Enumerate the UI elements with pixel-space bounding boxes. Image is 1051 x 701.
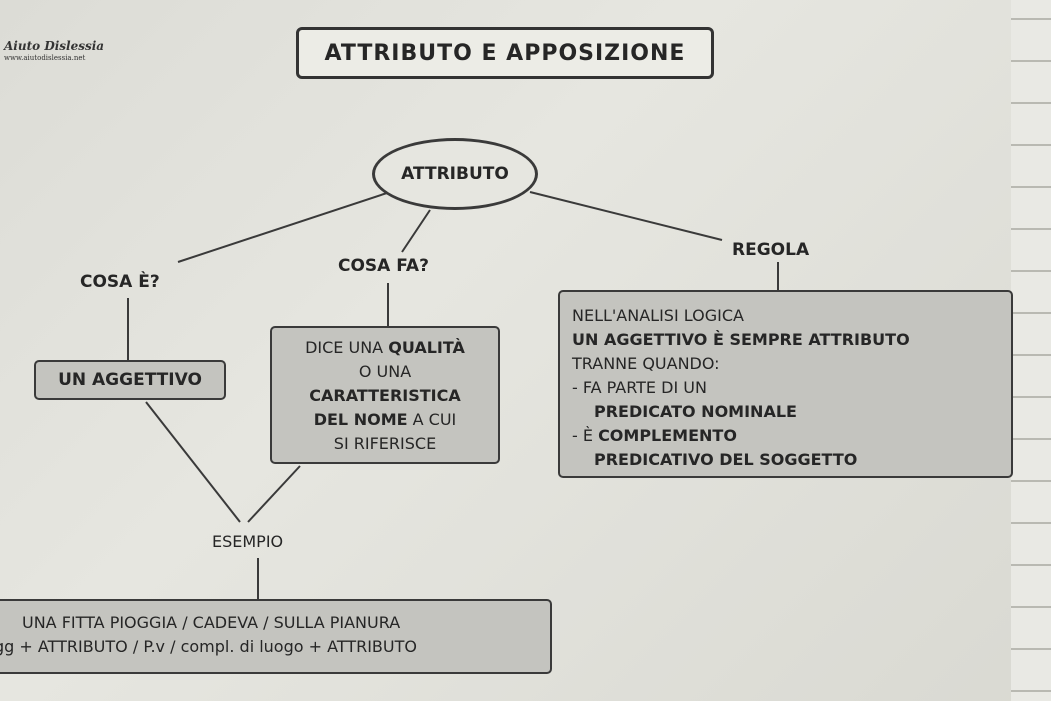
regola-line-4: - FA PARTE DI UN bbox=[572, 378, 707, 397]
binder-line bbox=[1011, 606, 1051, 608]
qualita-a-cui: A CUI bbox=[407, 410, 457, 429]
box-regola: NELL'ANALISI LOGICA UN AGGETTIVO È SEMPR… bbox=[558, 290, 1013, 478]
qualita-text: DICE UNA bbox=[305, 338, 389, 357]
qualita-line-1: DICE UNA QUALITÀ bbox=[272, 336, 498, 360]
notebook-binder bbox=[1011, 0, 1051, 701]
qualita-nome: DEL NOME bbox=[313, 410, 408, 429]
binder-line bbox=[1011, 480, 1051, 482]
connector-qualita-esempio bbox=[247, 465, 301, 523]
binder-line bbox=[1011, 144, 1051, 146]
logo: Aiuto Dislessia www.aiutodislessia.net bbox=[4, 40, 104, 64]
binder-line bbox=[1011, 648, 1051, 650]
connector-root-cosa-fa bbox=[401, 209, 431, 253]
regola-dash: - È bbox=[572, 426, 599, 445]
box-aggettivo: UN AGGETTIVO bbox=[34, 360, 226, 400]
binder-line bbox=[1011, 228, 1051, 230]
page-title: ATTRIBUTO E APPOSIZIONE bbox=[296, 27, 714, 79]
qualita-line-3: CARATTERISTICA bbox=[309, 386, 461, 405]
binder-line bbox=[1011, 186, 1051, 188]
binder-line bbox=[1011, 396, 1051, 398]
box-esempio: UNA FITTA PIOGGIA / CADEVA / SULLA PIANU… bbox=[0, 599, 552, 674]
connector-root-regola bbox=[529, 191, 723, 241]
regola-line-2: UN AGGETTIVO È SEMPRE ATTRIBUTO bbox=[572, 330, 910, 349]
logo-name: Aiuto Dislessia bbox=[4, 39, 105, 53]
binder-line bbox=[1011, 60, 1051, 62]
logo-url: www.aiutodislessia.net bbox=[4, 54, 86, 62]
binder-line bbox=[1011, 102, 1051, 104]
qualita-line-2: O UNA bbox=[358, 362, 412, 381]
regola-line-6: - È COMPLEMENTO bbox=[572, 424, 1011, 448]
esempio-line-2: gg + ATTRIBUTO / P.v / compl. di luogo +… bbox=[0, 637, 417, 656]
label-cosa-e: COSA È? bbox=[80, 272, 160, 292]
root-node: ATTRIBUTO bbox=[372, 138, 538, 210]
binder-line bbox=[1011, 270, 1051, 272]
regola-complemento: COMPLEMENTO bbox=[598, 426, 737, 445]
qualita-line-5: SI RIFERISCE bbox=[333, 434, 437, 453]
label-regola: REGOLA bbox=[732, 240, 810, 260]
label-esempio: ESEMPIO bbox=[212, 532, 284, 551]
label-cosa-fa: COSA FA? bbox=[338, 256, 429, 276]
binder-line bbox=[1011, 312, 1051, 314]
binder-line bbox=[1011, 18, 1051, 20]
connector-aggettivo-esempio bbox=[145, 401, 241, 523]
regola-line-5: PREDICATO NOMINALE bbox=[594, 402, 797, 421]
qualita-line-4: DEL NOME A CUI bbox=[272, 408, 498, 432]
box-qualita: DICE UNA QUALITÀ O UNA CARATTERISTICA DE… bbox=[270, 326, 500, 464]
binder-line bbox=[1011, 522, 1051, 524]
binder-line bbox=[1011, 690, 1051, 692]
regola-line-1: NELL'ANALISI LOGICA bbox=[572, 306, 744, 325]
esempio-line-1: UNA FITTA PIOGGIA / CADEVA / SULLA PIANU… bbox=[22, 613, 401, 632]
qualita-bold: QUALITÀ bbox=[388, 338, 465, 357]
regola-line-3: TRANNE QUANDO: bbox=[572, 354, 720, 373]
regola-line-7: PREDICATIVO DEL SOGGETTO bbox=[594, 450, 858, 469]
binder-line bbox=[1011, 564, 1051, 566]
binder-line bbox=[1011, 354, 1051, 356]
binder-line bbox=[1011, 438, 1051, 440]
connector-root-cosa-e bbox=[177, 191, 391, 263]
